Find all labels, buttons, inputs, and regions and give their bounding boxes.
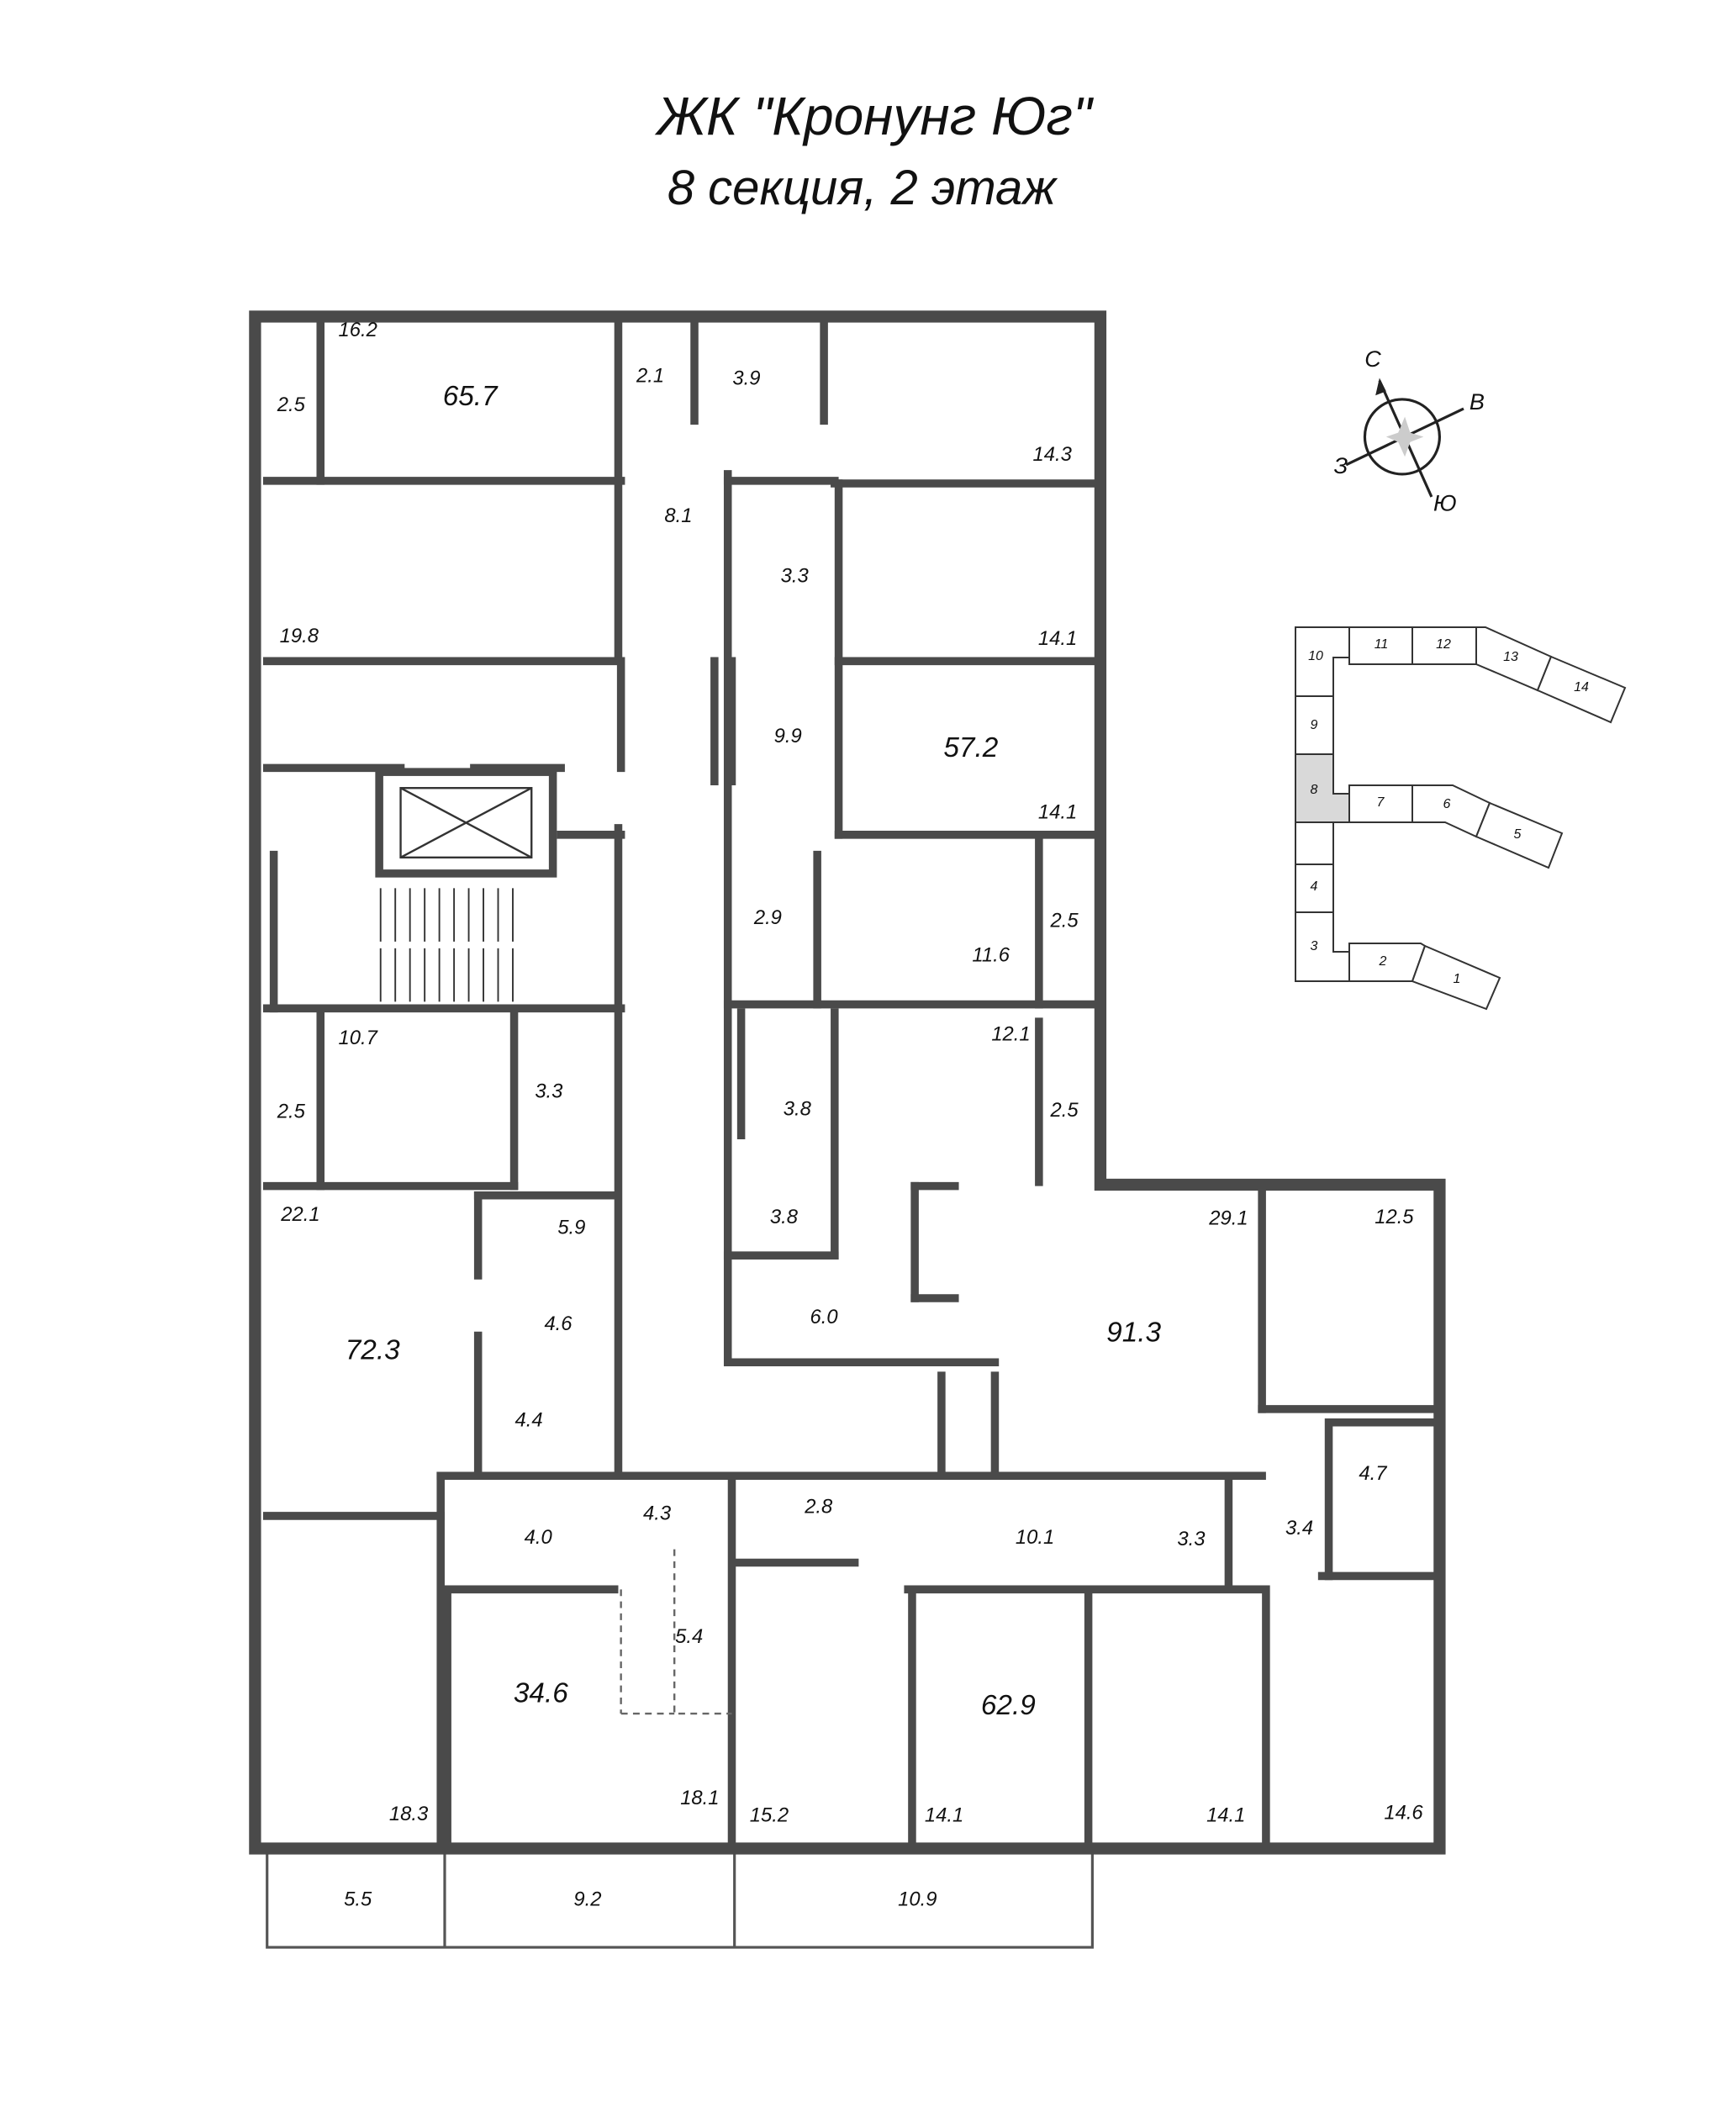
room-area-label: 15.2 <box>750 1804 789 1827</box>
room-area-label: 3.3 <box>1177 1528 1206 1550</box>
key-label-12: 12 <box>1436 637 1451 652</box>
key-section-14 <box>1536 655 1627 724</box>
room-area-label: 2.8 <box>804 1496 833 1518</box>
key-section-5 <box>1475 801 1564 869</box>
key-label-14: 14 <box>1574 680 1589 695</box>
key-label-6: 6 <box>1443 797 1451 811</box>
room-area-label: 22.1 <box>280 1203 319 1226</box>
room-area-label: 14.1 <box>1038 627 1077 650</box>
room-area-label: 8.1 <box>664 504 692 527</box>
key-section-1 <box>1411 944 1501 1011</box>
key-section-blank <box>1295 821 1334 865</box>
room-area-label: 3.4 <box>1285 1517 1313 1540</box>
room-area-label: 2.5 <box>277 393 306 416</box>
room-area-label: 3.3 <box>535 1080 563 1103</box>
room-area-label: 4.3 <box>643 1503 672 1525</box>
room-area-label: 2.5 <box>277 1101 306 1123</box>
room-area-label: 3.8 <box>784 1097 812 1120</box>
interior-walls <box>262 312 1440 1853</box>
room-area-label: 62.9 <box>981 1690 1036 1721</box>
room-area-label: 72.3 <box>346 1334 400 1365</box>
room-area-label: 6.0 <box>810 1306 839 1328</box>
room-area-label: 91.3 <box>1106 1318 1161 1349</box>
balcony-outline <box>266 1851 1094 1949</box>
star-icon <box>1385 416 1424 457</box>
key-label-4: 4 <box>1311 879 1318 894</box>
room-area-label: 3.3 <box>781 565 810 588</box>
north-arrow-icon <box>1375 378 1386 396</box>
room-area-label: 14.3 <box>1033 443 1073 466</box>
room-area-label: 9.2 <box>573 1888 601 1911</box>
room-area-label: 12.5 <box>1375 1206 1414 1228</box>
room-area-label: 4.7 <box>1359 1462 1387 1485</box>
key-label-5: 5 <box>1514 827 1522 842</box>
room-area-label: 10.1 <box>1016 1526 1054 1549</box>
key-plan: 10 9 8 4 3 11 12 13 14 7 6 5 2 1 <box>1295 626 1627 1011</box>
compass-north: С <box>1364 346 1381 372</box>
key-label-3: 3 <box>1311 939 1318 953</box>
key-section-3 <box>1295 911 1350 982</box>
key-section-9 <box>1295 695 1334 755</box>
compass-rose: С В З Ю <box>1334 346 1485 516</box>
key-section-11 <box>1348 626 1413 665</box>
key-label-13: 13 <box>1503 650 1518 664</box>
room-area-labels: 16.2 65.7 2.5 2.1 3.9 14.3 8.1 3.3 19.8 14.1 9.9 57… <box>277 319 1424 1910</box>
section-floor-subtitle: 8 секция, 2 этаж <box>667 161 1058 215</box>
room-area-label: 4.6 <box>544 1312 573 1335</box>
room-area-label: 16.2 <box>339 319 377 341</box>
room-area-label: 18.3 <box>389 1803 429 1825</box>
kitchen-zone-outline <box>673 1549 732 1715</box>
room-area-label: 3.9 <box>732 367 760 389</box>
key-section-6 <box>1411 784 1491 838</box>
key-label-8: 8 <box>1311 783 1318 797</box>
room-area-label: 11.6 <box>972 944 1010 967</box>
key-label-1: 1 <box>1454 972 1461 986</box>
outer-wall <box>249 310 1446 1855</box>
room-area-label: 5.9 <box>557 1217 585 1239</box>
key-label-2: 2 <box>1379 954 1387 969</box>
room-area-label: 57.2 <box>943 732 998 763</box>
room-area-label: 19.8 <box>280 625 319 647</box>
elevator-shaft <box>375 768 557 878</box>
compass-west: З <box>1334 453 1348 478</box>
room-area-label: 3.8 <box>770 1206 799 1228</box>
room-area-label: 2.1 <box>636 364 664 387</box>
room-area-label: 65.7 <box>443 381 499 412</box>
room-area-label: 10.7 <box>339 1027 378 1049</box>
room-area-label: 2.9 <box>753 906 782 929</box>
room-area-label: 29.1 <box>1208 1207 1248 1230</box>
room-area-label: 14.1 <box>1038 801 1077 824</box>
key-section-7 <box>1348 784 1413 823</box>
compass-circle <box>1363 398 1441 476</box>
room-area-label: 14.1 <box>925 1804 963 1827</box>
compass-south: Ю <box>1433 491 1457 516</box>
compass-east: В <box>1470 389 1485 415</box>
key-section-12 <box>1411 626 1477 665</box>
key-label-7: 7 <box>1377 795 1385 810</box>
complex-title: ЖК "Кронунг Юг" <box>654 86 1095 146</box>
room-area-label: 4.0 <box>525 1526 553 1549</box>
key-label-9: 9 <box>1311 718 1318 732</box>
room-area-label: 12.1 <box>991 1022 1030 1045</box>
key-section-8 <box>1295 753 1350 823</box>
room-area-label: 5.4 <box>675 1625 703 1648</box>
room-area-label: 9.9 <box>774 725 802 747</box>
room-area-label: 5.5 <box>344 1888 372 1911</box>
key-label-10: 10 <box>1308 649 1323 663</box>
room-area-label: 14.6 <box>1384 1801 1423 1824</box>
key-label-11: 11 <box>1375 637 1389 652</box>
room-area-label: 4.4 <box>514 1408 542 1431</box>
room-area-label: 2.5 <box>1049 1099 1079 1122</box>
room-area-label: 14.1 <box>1206 1804 1245 1827</box>
room-area-label: 10.9 <box>898 1888 937 1911</box>
staircase <box>379 888 514 1002</box>
room-area-label: 34.6 <box>514 1678 568 1709</box>
room-area-label: 2.5 <box>1049 909 1079 932</box>
room-area-label: 18.1 <box>680 1787 719 1809</box>
